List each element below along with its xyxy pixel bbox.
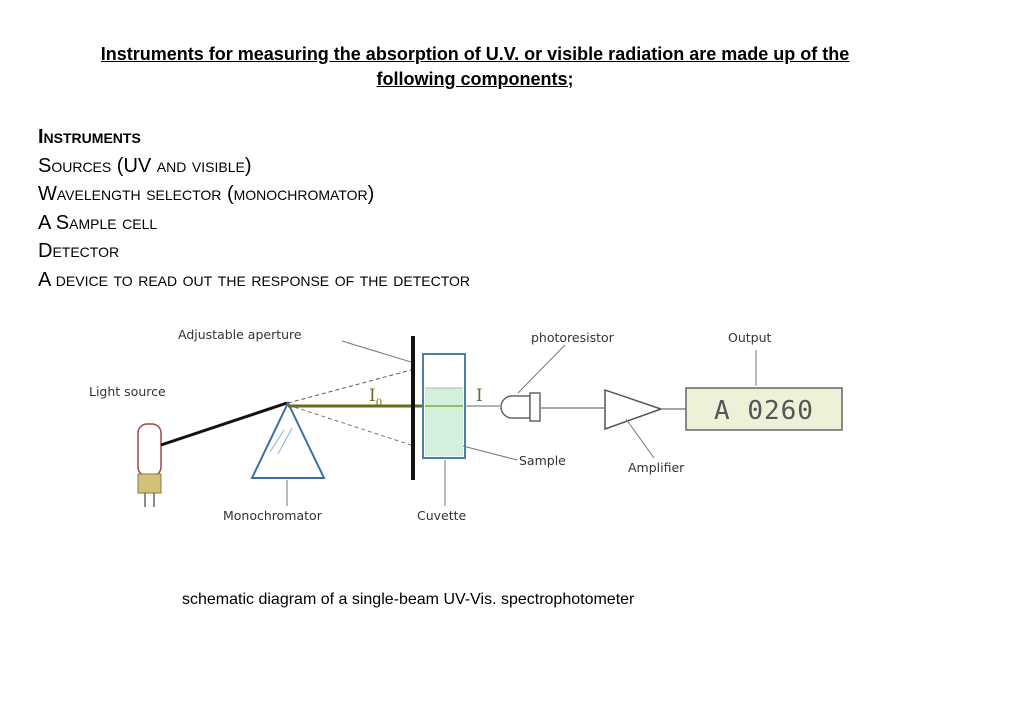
- label-light-source: Light source: [89, 384, 166, 399]
- heading-line-1: Instruments for measuring the absorption…: [100, 44, 850, 64]
- list-item-sample-cell: A Sample cell: [38, 211, 158, 234]
- monochromator-prism: [250, 400, 326, 479]
- list-item-read-out-device: A device to read out the response of the…: [38, 268, 470, 291]
- output-display: [685, 387, 843, 431]
- label-output: Output: [728, 330, 772, 345]
- amplifier-symbol: [604, 388, 664, 431]
- list-item-detector: Detector: [38, 240, 120, 262]
- component-list: Instruments Sources (UV and visible) Wav…: [38, 123, 470, 294]
- list-item-sources: Sources (UV and visible): [38, 154, 252, 177]
- label-photoresistor: photoresistor: [531, 330, 615, 345]
- label-monochromator: Monochromator: [223, 508, 323, 523]
- label-cuvette: Cuvette: [417, 508, 467, 523]
- label-i0: I0: [369, 386, 382, 409]
- label-adjustable-aperture: Adjustable aperture: [178, 327, 302, 342]
- dispersed-ray-lower: [287, 404, 412, 446]
- leader-sample: [462, 445, 518, 461]
- list-item-wavelength-selector: Wavelength selector (monochromator): [38, 183, 375, 205]
- label-i: I: [476, 386, 483, 406]
- label-amplifier: Amplifier: [628, 460, 685, 475]
- leader-photoresistor: [517, 344, 566, 394]
- output-reading: A 0260: [714, 396, 814, 426]
- incident-beam: [160, 401, 288, 447]
- label-sample: Sample: [519, 453, 566, 468]
- diagram-caption: schematic diagram of a single-beam UV-Vi…: [182, 591, 635, 608]
- list-item-instruments: Instruments: [38, 126, 141, 148]
- heading-line-2: following components;: [376, 69, 574, 89]
- leader-amplifier: [625, 418, 655, 459]
- light-source-lamp: [137, 423, 162, 507]
- page-heading: Instruments for measuring the absorption…: [30, 42, 920, 92]
- leader-adjustable-aperture: [341, 340, 412, 363]
- photoresistor-detector: [500, 392, 541, 422]
- dispersed-ray-upper: [287, 369, 412, 404]
